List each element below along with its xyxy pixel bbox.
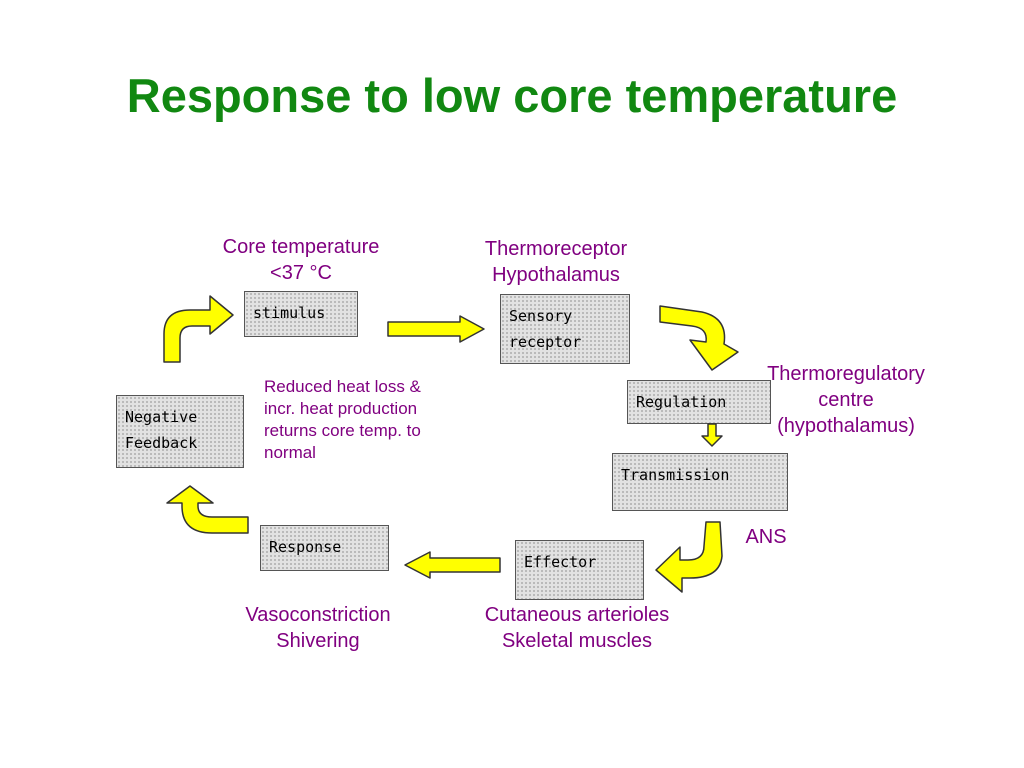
vasoconstriction-label: Vasoconstriction Shivering [245, 604, 391, 652]
ans-label: ANS [745, 526, 787, 548]
regulation-box: Regulation [627, 380, 771, 424]
curved-arrow-up-right-icon [163, 295, 234, 363]
arrow-right-icon [387, 315, 485, 343]
curved-arrow-up-left-icon [166, 485, 249, 534]
thermoregulatory-label: Thermoregulatory centre (hypothalamus) [767, 363, 925, 437]
response-box: Response [260, 525, 389, 571]
transmission-box: Transmission [612, 453, 788, 511]
core-temperature-label: Core temperature <37 °C [222, 236, 380, 284]
arrow-down-icon [701, 423, 723, 447]
negative-feedback-note: Reduced heat loss & incr. heat productio… [264, 377, 421, 462]
negative-feedback-box: Negative Feedback [116, 395, 244, 468]
curved-arrow-down-right-icon [659, 305, 739, 371]
arrow-left-icon [404, 551, 501, 579]
thermoreceptor-label: Thermoreceptor Hypothalamus [484, 238, 628, 286]
stimulus-box: stimulus [244, 291, 358, 337]
effector-box: Effector [515, 540, 644, 600]
cutaneous-label: Cutaneous arterioles Skeletal muscles [484, 604, 670, 652]
sensory-receptor-box: Sensory receptor [500, 294, 630, 364]
curved-arrow-down-left-icon [655, 521, 723, 593]
slide-title: Response to low core temperature [126, 69, 898, 122]
